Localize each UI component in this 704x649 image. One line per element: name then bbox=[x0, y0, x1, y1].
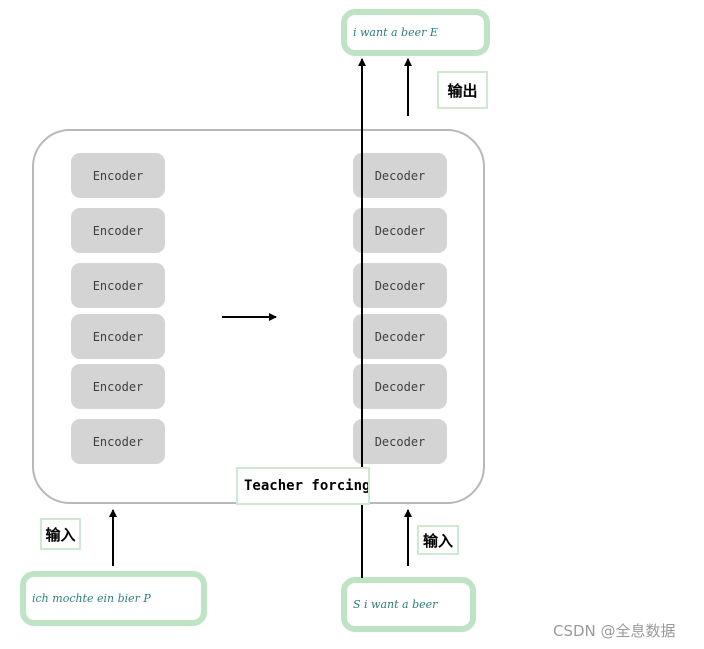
decoder-input-label: 输入 bbox=[417, 525, 459, 555]
decoder-block: Decoder bbox=[353, 419, 447, 464]
decoder-block: Decoder bbox=[353, 314, 447, 359]
source-sentence-text: ich mochte ein bier P bbox=[32, 592, 151, 605]
source-input-label: 输入 bbox=[40, 518, 81, 550]
decoder-block: Decoder bbox=[353, 208, 447, 253]
output-sentence-box: i want a beer E bbox=[341, 9, 490, 56]
source-sentence-box: ich mochte ein bier P bbox=[20, 571, 207, 626]
decoder-block: Decoder bbox=[353, 263, 447, 308]
encoder-block: Encoder bbox=[71, 263, 165, 308]
decoder-input-text: S i want a beer bbox=[353, 598, 438, 611]
decoder-block: Decoder bbox=[353, 153, 447, 198]
output-sentence-text: i want a beer E bbox=[353, 26, 438, 39]
encoder-block: Encoder bbox=[71, 364, 165, 409]
encoder-block: Encoder bbox=[71, 419, 165, 464]
output-label: 输出 bbox=[437, 71, 488, 109]
teacher-forcing-label: Teacher forcing bbox=[236, 467, 370, 505]
watermark: CSDN @全息数据 bbox=[553, 622, 676, 640]
encoder-block: Encoder bbox=[71, 208, 165, 253]
decoder-input-box: S i want a beer bbox=[341, 577, 476, 632]
encoder-block: Encoder bbox=[71, 314, 165, 359]
encoder-block: Encoder bbox=[71, 153, 165, 198]
decoder-block: Decoder bbox=[353, 364, 447, 409]
